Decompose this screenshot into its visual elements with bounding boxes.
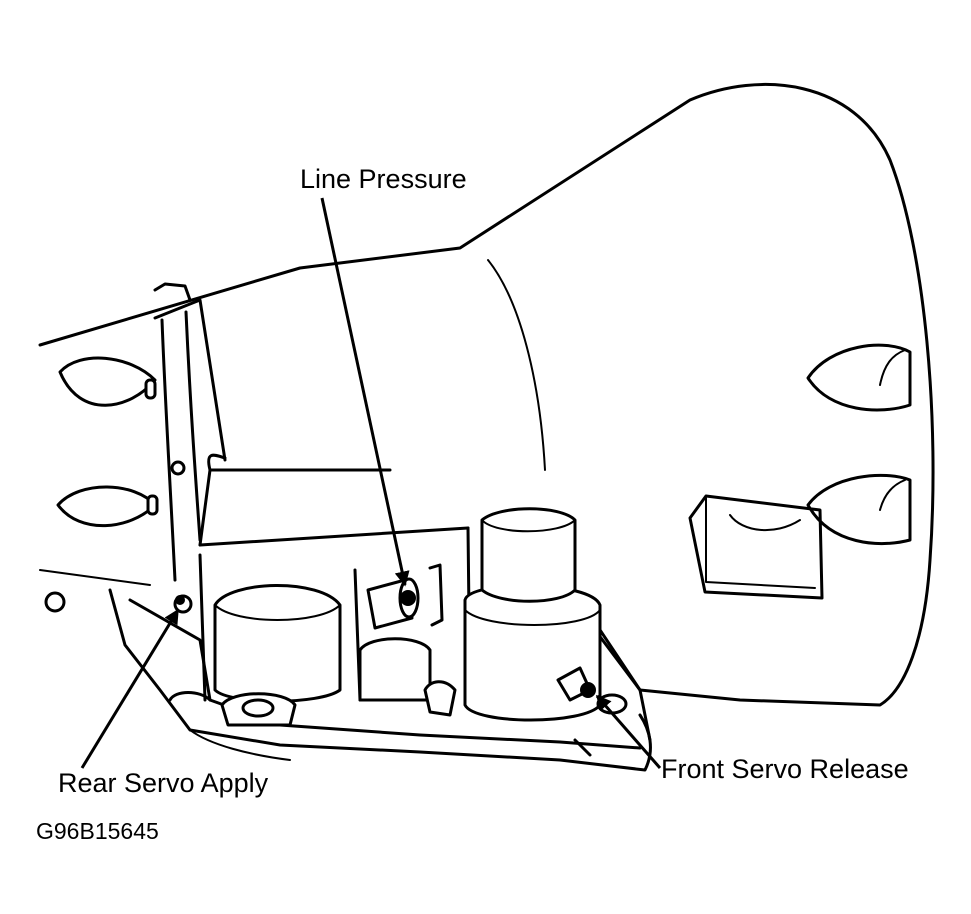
- valve-body: [108, 453, 652, 772]
- line-pressure-label: Line Pressure: [300, 164, 467, 194]
- rear-servo-apply-label: Rear Servo Apply: [58, 768, 269, 798]
- figure-code: G96B15645: [36, 818, 159, 844]
- line-pressure-leader: [320, 197, 410, 587]
- transmission-case: [38, 83, 935, 707]
- rear-servo-leader: [80, 608, 180, 769]
- front-servo-release-label: Front Servo Release: [661, 754, 909, 784]
- front-servo-leader: [595, 694, 662, 769]
- leader-lines: [80, 197, 662, 769]
